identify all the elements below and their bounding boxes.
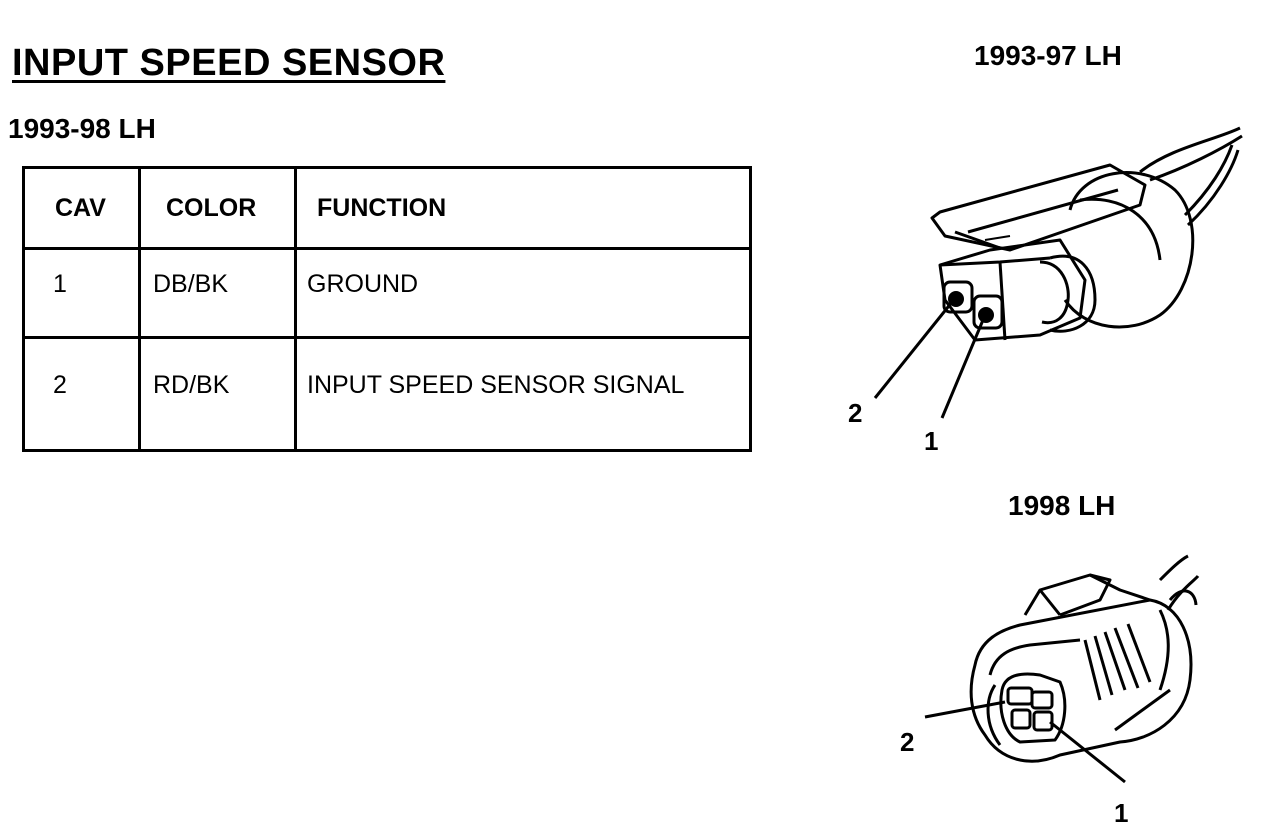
header-color: COLOR <box>138 166 297 250</box>
table-row: 2 RD/BK INPUT SPEED SENSOR SIGNAL <box>22 336 752 452</box>
pinout-table: CAV COLOR FUNCTION 1 DB/BK GROUND 2 RD/B… <box>22 166 752 452</box>
cell-function: GROUND <box>294 247 752 339</box>
table-row: 1 DB/BK GROUND <box>22 247 752 339</box>
pin-label-2-bottom: 2 <box>900 727 915 757</box>
pin-label-1-bottom: 1 <box>1114 798 1129 828</box>
diagram-label-top: 1993-97 LH <box>974 40 1122 71</box>
connector-illustration-1993-97 <box>873 126 1243 419</box>
cell-color: DB/BK <box>138 247 297 339</box>
page-title: INPUT SPEED SENSOR <box>12 42 446 84</box>
header-cav: CAV <box>22 166 141 250</box>
cell-cav: 1 <box>22 247 141 339</box>
diagram-label-bottom: 1998 LH <box>1008 490 1116 521</box>
connector-illustration-1998 <box>924 554 1200 784</box>
cell-function: INPUT SPEED SENSOR SIGNAL <box>294 336 752 452</box>
page-subtitle: 1993-98 LH <box>8 113 156 144</box>
table-header-row: CAV COLOR FUNCTION <box>22 166 752 250</box>
pin-label-2-top: 2 <box>848 398 863 428</box>
pin-label-1-top: 1 <box>924 426 939 456</box>
header-function: FUNCTION <box>294 166 752 250</box>
cell-cav: 2 <box>22 336 141 452</box>
cell-color: RD/BK <box>138 336 297 452</box>
